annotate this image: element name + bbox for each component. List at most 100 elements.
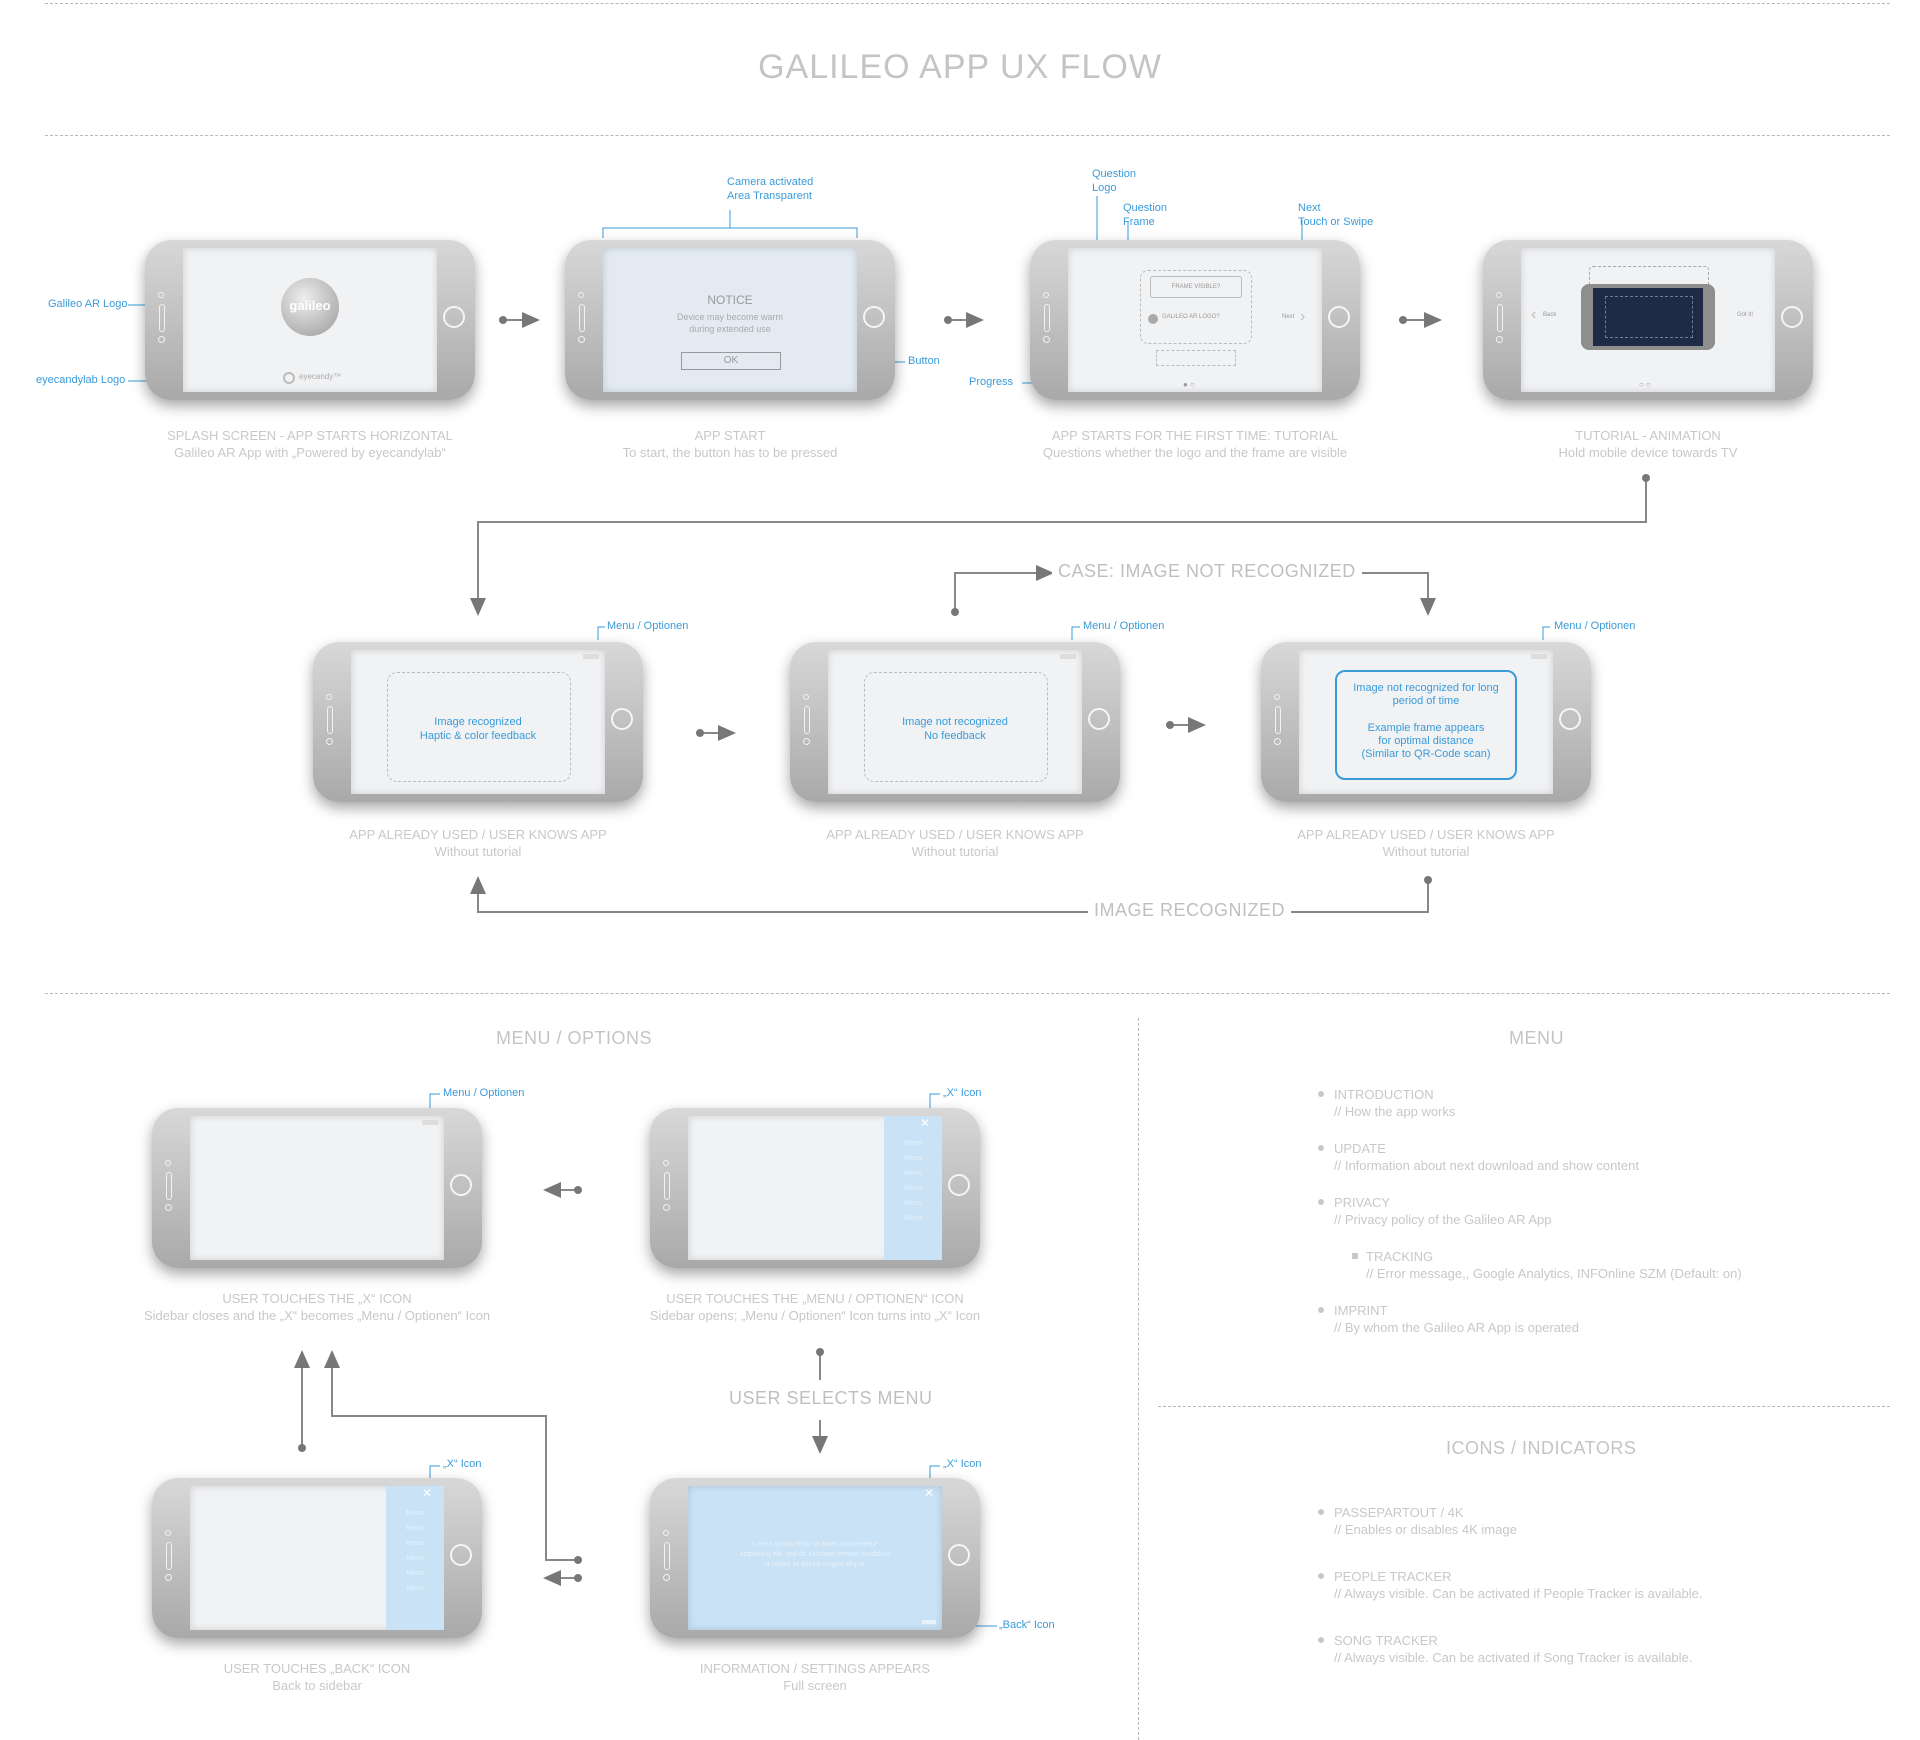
label-x-icon: „X“ Icon — [943, 1458, 982, 1470]
notice-line1: Device may become warm — [676, 312, 784, 322]
menu-item-title: UPDATE — [1334, 1141, 1386, 1156]
sensor — [165, 1530, 171, 1536]
speaker — [664, 1172, 670, 1200]
label-camera-1: Camera activated — [727, 176, 814, 188]
back-icon[interactable] — [922, 1620, 936, 1624]
camera — [1043, 336, 1050, 343]
got-it-label[interactable]: Got it! — [1737, 312, 1754, 318]
caption-sub: Without tutorial — [434, 844, 522, 859]
menu-item-title: PRIVACY — [1334, 1195, 1391, 1210]
divider-2 — [45, 993, 1890, 994]
caption-sub: Sidebar opens; „Menu / Optionen“ Icon tu… — [649, 1308, 981, 1323]
sidebar-menu-item[interactable]: Menu — [406, 1555, 424, 1562]
sidebar-closed-screen — [190, 1116, 444, 1260]
camera — [158, 336, 165, 343]
menu-options-heading: MENU / OPTIONS — [496, 1028, 653, 1048]
caption-sidebar-open: USER TOUCHES THE „MENU / OPTIONEN“ ICON … — [615, 1290, 1015, 1324]
image-recognized-label: IMAGE RECOGNIZED — [1088, 900, 1292, 921]
sidebar-menu-item[interactable]: Menu — [904, 1200, 922, 1207]
notice-screen: NOTICE Device may become warm during ext… — [603, 248, 857, 392]
home-button — [1328, 306, 1350, 328]
sidebar-menu-item[interactable]: Menu — [406, 1525, 424, 1532]
menu-item-desc: // By whom the Galileo AR App is operate… — [1334, 1320, 1579, 1335]
label-x-icon: „X“ Icon — [943, 1087, 982, 1099]
next-label[interactable]: Next — [1282, 314, 1295, 320]
label-menu-optionen: Menu / Optionen — [1083, 620, 1165, 632]
sidebar-menu-item[interactable]: Menu — [406, 1540, 424, 1547]
speaker — [1497, 304, 1503, 332]
screen-text-1: Image recognized — [434, 716, 522, 728]
sidebar-menu-item[interactable]: Menu — [406, 1570, 424, 1577]
back-chevron-icon[interactable]: ‹ — [1531, 306, 1537, 323]
menu-item-introduction: INTRODUCTION// How the app works — [1318, 1086, 1455, 1120]
caption-title: TUTORIAL - ANIMATION — [1575, 428, 1721, 443]
speaker — [166, 1542, 172, 1570]
menu-icon[interactable] — [422, 1120, 438, 1125]
label-eyecandy-logo: eyecandylab Logo — [36, 374, 126, 386]
question-logo-icon — [1148, 314, 1158, 324]
notice-title: NOTICE — [707, 293, 753, 307]
phone-sidebar-closed — [152, 1108, 482, 1268]
sidebar: ✕ Menu Menu Menu Menu Menu Menu — [386, 1486, 444, 1630]
back-label[interactable]: Back — [1543, 312, 1557, 318]
screen-text-2: No feedback — [924, 730, 986, 742]
menu-icon[interactable] — [1060, 654, 1076, 659]
caption-title: APP ALREADY USED / USER KNOWS APP — [826, 827, 1084, 842]
sidebar-menu-item[interactable]: Menu — [904, 1140, 922, 1147]
screen-text-5: (Similar to QR-Code scan) — [1361, 748, 1491, 760]
speaker — [1044, 304, 1050, 332]
long-not-recognized-screen: Image not recognized for long period of … — [1299, 650, 1553, 794]
close-x-icon[interactable]: ✕ — [924, 1486, 935, 1500]
label-question-frame-2: Frame — [1123, 216, 1155, 228]
sidebar-menu-item[interactable]: Menu — [904, 1155, 922, 1162]
home-button — [450, 1174, 472, 1196]
caption-not-recognized: APP ALREADY USED / USER KNOWS APP Withou… — [765, 826, 1145, 860]
label-galileo-logo: Galileo AR Logo — [48, 298, 128, 310]
menu-item-title: TRACKING — [1366, 1249, 1434, 1264]
caption-info-fullscreen: INFORMATION / SETTINGS APPEARS Full scre… — [615, 1660, 1015, 1694]
phone-long-not-recognized: Image not recognized for long period of … — [1261, 642, 1591, 802]
divider-1 — [45, 135, 1890, 136]
camera — [663, 1204, 670, 1211]
bullet-icon — [1318, 1307, 1324, 1313]
icon-item-title: PEOPLE TRACKER — [1334, 1569, 1452, 1584]
sidebar-menu-item[interactable]: Menu — [406, 1585, 424, 1592]
galileo-logo — [281, 278, 339, 336]
question-frame: FRAME VISIBLE? — [1150, 276, 1242, 298]
next-chevron-icon[interactable]: › — [1300, 308, 1306, 325]
caption-title: SPLASH SCREEN - APP STARTS HORIZONTAL — [167, 428, 453, 443]
screen-text-3: Example frame appears — [1367, 722, 1485, 734]
sidebar-menu-item[interactable]: Menu — [904, 1215, 922, 1222]
sidebar-menu-item[interactable]: Menu — [904, 1185, 922, 1192]
caption-recognized: APP ALREADY USED / USER KNOWS APP Withou… — [288, 826, 668, 860]
user-selects-menu-label: USER SELECTS MENU — [723, 1388, 939, 1409]
menu-item-privacy: PRIVACY// Privacy policy of the Galileo … — [1318, 1194, 1552, 1228]
icon-item-song-tracker: SONG TRACKER// Always visible. Can be ac… — [1318, 1632, 1692, 1666]
menu-item-desc: // Error message,, Google Analytics, INF… — [1366, 1266, 1742, 1281]
phone-not-recognized: Image not recognized No feedback — [790, 642, 1120, 802]
phone-tutorial: FRAME VISIBLE? GALILEO AR LOGO? Next › ●… — [1030, 240, 1360, 400]
speaker — [166, 1172, 172, 1200]
sidebar-menu-item[interactable]: Menu — [904, 1170, 922, 1177]
close-x-icon[interactable]: ✕ — [920, 1116, 931, 1130]
menu-icon[interactable] — [1531, 654, 1547, 659]
screen-text-2: Haptic & color feedback — [419, 730, 537, 742]
info-text: Lorem ipsum dolor sit amet, consectetur … — [739, 1541, 891, 1568]
label-x-icon: „X“ Icon — [443, 1458, 482, 1470]
label-question-logo-2: Logo — [1092, 182, 1117, 194]
speaker — [1275, 706, 1281, 734]
caption-sub: Galileo AR App with „Powered by eyecandy… — [174, 445, 446, 460]
close-x-icon[interactable]: ✕ — [422, 1486, 433, 1500]
caption-title: USER TOUCHES „BACK“ ICON — [223, 1661, 411, 1676]
menu-icon[interactable] — [583, 654, 599, 659]
icon-item-title: PASSEPARTOUT / 4K — [1334, 1505, 1464, 1520]
scan-frame — [864, 672, 1048, 782]
sidebar-menu-item[interactable]: Menu — [406, 1510, 424, 1517]
ok-button[interactable]: OK — [681, 352, 781, 370]
home-button — [611, 708, 633, 730]
camera — [663, 1574, 670, 1581]
caption-sub: Back to sidebar — [272, 1678, 362, 1693]
example-frame — [1335, 670, 1517, 780]
caption-long-not-recognized: APP ALREADY USED / USER KNOWS APP Withou… — [1236, 826, 1616, 860]
